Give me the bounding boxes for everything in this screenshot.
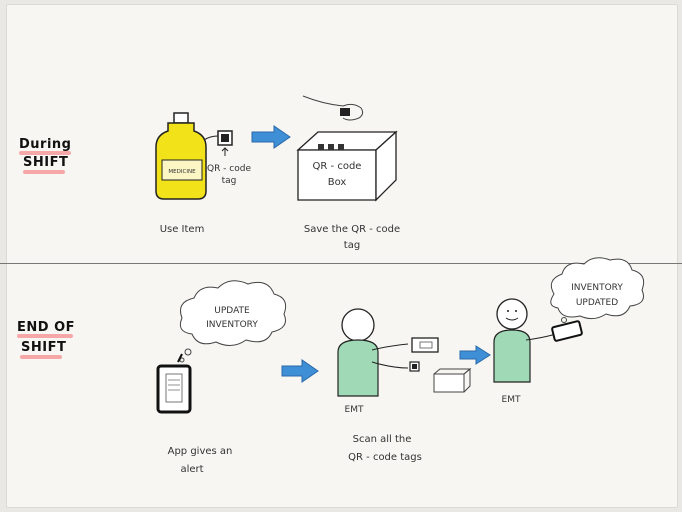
tag-label-1: QR - code [207, 164, 251, 174]
during-label-line-2: SHIFT [23, 155, 69, 170]
box-label-2: Box [328, 177, 347, 188]
qr-code-box-icon: QR - code Box [296, 130, 398, 202]
caption-app-1: App gives an [168, 446, 233, 457]
emt-figure-1 [337, 308, 409, 397]
emt-figure-2 [493, 298, 557, 383]
during-label-line-1: During [19, 137, 72, 152]
box-label-1: QR - code [313, 161, 362, 172]
caption-use-item: Use Item [160, 224, 205, 235]
cloud-1-line-1: UPDATE [214, 306, 250, 316]
caption-scan-1: Scan all the [353, 434, 412, 445]
phone-icon [551, 320, 583, 342]
scanner-icon [411, 337, 439, 353]
end-highlight-1 [17, 334, 73, 338]
cloud-1-line-2: INVENTORY [206, 320, 258, 330]
thought-cloud-1: UPDATE INVENTORY [179, 280, 287, 363]
phone-icon [156, 353, 192, 414]
caption-app-2: alert [180, 464, 203, 475]
qr-tag-icon [217, 130, 233, 156]
section-divider [0, 263, 682, 264]
end-label-line-2: SHIFT [21, 340, 67, 355]
medicine-bottle-icon: MEDICINE [155, 112, 219, 200]
arrow-icon [459, 345, 491, 365]
during-label: During SHIFT [19, 136, 71, 172]
emt-2-label: EMT [502, 395, 521, 405]
arrow-icon [281, 359, 319, 383]
cloud-2-line-1: INVENTORY [571, 283, 623, 293]
during-highlight-2 [23, 170, 65, 174]
end-label-line-1: END OF [17, 320, 76, 335]
sketch-paper [6, 4, 678, 508]
qr-tag-icon [409, 361, 420, 372]
caption-scan-2: QR - code tags [348, 452, 422, 463]
tag-label-2: tag [222, 176, 237, 186]
end-highlight-2 [20, 355, 62, 359]
end-label: END OF SHIFT [17, 318, 75, 358]
cloud-2-line-2: UPDATED [576, 298, 618, 308]
qr-code-box-icon [433, 367, 472, 393]
during-highlight-1 [19, 151, 71, 155]
arrow-icon [251, 125, 291, 149]
thought-cloud-2: INVENTORY UPDATED [550, 257, 645, 323]
hand-icon [302, 95, 364, 121]
caption-save-2: tag [344, 240, 360, 251]
emt-1-label: EMT [345, 405, 364, 415]
bottle-label: MEDICINE [168, 169, 196, 175]
caption-save-1: Save the QR - code [304, 224, 400, 235]
